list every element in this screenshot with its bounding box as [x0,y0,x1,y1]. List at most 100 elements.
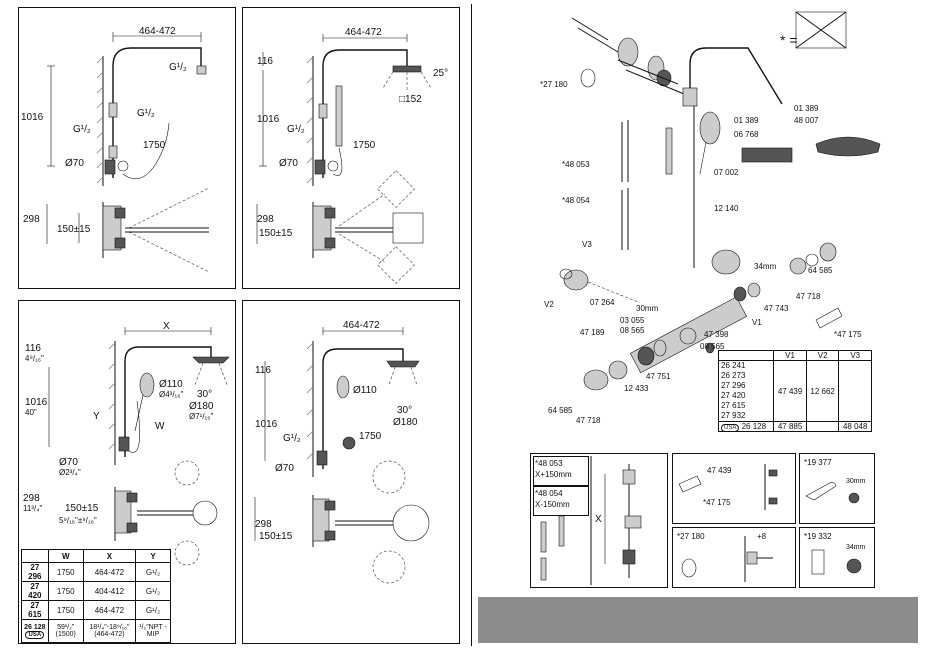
part-label: 64 585 [548,406,573,415]
model-dimension-table: W X Y 27 296 1750 464-472 G¹/₂ 27 420 17… [21,549,171,643]
rail-length: X+150mm [535,470,572,479]
rail-code: *48 053 [535,459,563,468]
spacing-label: 150±15 [65,503,99,514]
ring-code: *27 180 [677,532,705,541]
part-label: *48 053 [562,160,590,169]
socket-drawing [811,549,862,575]
diameter-label: Ø70 [279,158,298,169]
connection-diameter: Ø70 [59,457,78,468]
key-size: 30mm [846,478,866,485]
drawing-panel-bottom-left: X 116 4⁹/₁₆" 1016 40" Y W Ø110 Ø4³/₁₆" 3… [18,300,236,644]
part-label: 06 768 [734,130,759,139]
part-label: 12 140 [714,204,739,213]
table-row: 26 128 USA 59¹/₂" (1500) 18¹/₄"-18⁹/₁₆" … [21,619,171,643]
part-label: 47 743 [764,304,789,313]
table-header: V1 [773,350,807,361]
drawing-panel-top-right: 464-472 116 25° □152 1016 G¹/₂ 1750 Ø70 … [242,7,460,289]
part-label: 12 433 [624,384,649,393]
hand-shower-diameter: Ø110 [159,379,183,390]
part-label: 48 007 [794,116,819,125]
variant-label: V3 [582,240,592,249]
shower-dimension-drawing: 464-472 G¹/₂ G¹/₂ G¹/₂ 1016 1750 Ø70 298… [21,26,210,273]
exploded-parts-view: * = *27 180 01 389 06 768 01 389 48 007 … [478,4,938,454]
table-row: 27 296 1750 464-472 G¹/₂ [21,562,171,582]
key-drawing [805,482,860,504]
kit-code: *47 175 [703,498,731,507]
height-dimension: 1016 [255,419,278,430]
height-dimension: 1016 [21,112,44,123]
table-header: V3 [838,350,872,361]
top-dimension-in: 4⁹/₁₆" [25,354,44,363]
page-divider [471,4,472,646]
part-label: 01 389 [734,116,759,125]
rail-drawing [540,456,642,585]
shower-square-head-drawing: 464-472 116 25° □152 1016 G¹/₂ 1750 Ø70 … [256,27,448,284]
bottom-height-label: 298 [23,214,40,225]
hose-length-label: 1750 [353,140,376,151]
spacing-label: 150±15 [259,531,293,542]
size-label: 30mm [636,304,659,313]
table-header: W [47,549,84,563]
part-label: 47 398 [704,330,729,339]
table-row: USA 26 128 47 885 48 048 [717,421,872,432]
height-dimension-mm: 1016 [25,397,48,408]
shower-round-head-variant-drawing: 464-472 116 Ø110 30° Ø180 1016 1750 G¹/₂… [254,320,430,584]
key-tool-box: *19 377 30mm [799,453,875,524]
top-dimension: 116 [257,56,273,67]
head-diameter-label: Ø180 [189,401,214,412]
usa-badge: USA [25,630,45,639]
diameter-label: Ø70 [275,463,294,474]
kit-code: 47 439 [707,466,732,475]
exploded-parts-drawing [559,11,881,391]
part-label: 08 565 [700,342,725,351]
spacing-in: 5⁹/₁₆"±⁹/₁₆" [59,516,97,525]
part-label: 47 718 [576,416,601,425]
table-header: X [82,549,137,563]
thread-left-label: G¹/₂ [283,433,301,444]
x-dimension: X [163,321,170,332]
part-label: 07 002 [714,168,739,177]
variant-table: V1 V2 V3 26 241 26 273 27 296 27 420 27 … [717,350,872,432]
height-dimension: 1016 [257,114,280,125]
spray-angle-label: 30° [197,389,212,400]
connection-diameter-in: Ø2³/₄" [59,468,81,477]
hand-shower-diameter-in: Ø4³/₁₆" [159,390,183,399]
table-header [717,350,775,361]
rail-options-box: *48 053 X+150mm *48 054 X-150mm X [530,453,668,588]
hose-length-label: 1750 [143,140,166,151]
width-dimension: 464-472 [139,26,176,37]
usa-badge: USA [721,424,740,432]
table-row: 26 241 26 273 27 296 27 420 27 615 27 93… [717,360,872,422]
bottom-height-in: 11³/₄" [23,504,42,513]
thread-left-label: G¹/₂ [287,124,305,135]
height-dimension-in: 40" [25,408,37,417]
shower-round-head-drawing: X 116 4⁹/₁₆" 1016 40" Y W Ø110 Ø4³/₁₆" 3… [23,321,230,566]
table-row: 27 420 1750 404-412 G¹/₂ [21,581,171,601]
head-diameter-in: Ø7¹/₁₆" [189,412,213,421]
part-label: 07 264 [590,298,615,307]
hand-shower-diameter: Ø110 [353,385,377,396]
width-dimension: 464-472 [345,27,382,38]
socket-tool-box: *19 332 34mm [799,527,875,588]
variant-label: V2 [544,300,554,309]
spray-angle-label: 25° [433,68,448,79]
table-row: 27 615 1750 464-472 G¹/₂ [21,600,171,620]
thread-left-label: G¹/₂ [73,124,91,135]
part-label: *48 054 [562,196,590,205]
thread-top-label: G¹/₂ [169,62,187,73]
part-label: 47 718 [796,292,821,301]
part-label: *47 175 [834,330,862,339]
tool-size: 34mm [846,544,866,551]
head-diameter-label: Ø180 [393,417,418,428]
part-label: 03 055 [620,316,645,325]
part-label: *27 180 [540,80,568,89]
top-dimension: 116 [255,365,271,376]
key-code: *19 377 [804,458,832,467]
bottom-height-mm: 298 [23,493,40,504]
w-label: W [155,421,165,432]
thermostat-kit-box: 47 439 *47 175 [672,453,796,524]
drawing-panel-bottom-right: 464-472 116 Ø110 30° Ø180 1016 1750 G¹/₂… [242,300,460,644]
star-equals-note: * = [780,32,798,48]
ring-offset: +8 [757,532,767,541]
x-dimension: X [595,514,602,525]
